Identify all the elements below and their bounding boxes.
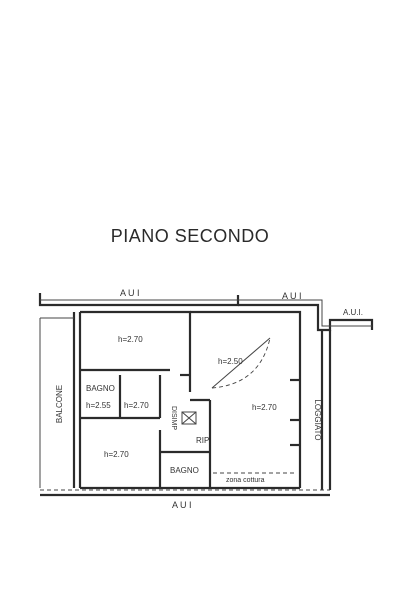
bottom-boundary: [40, 489, 330, 497]
balcone-label: BALCONE: [55, 385, 64, 423]
interior-walls: [80, 368, 300, 488]
aui-top-left-label: A U I: [120, 288, 140, 298]
bagno-left-label: BAGNO: [86, 384, 115, 393]
door-swing: [211, 337, 271, 389]
loggiato-label: LOGGIATO: [313, 399, 322, 440]
aui-top-mid-label: A U I: [282, 291, 302, 301]
aui-top-right-label: A.U.I.: [343, 308, 363, 317]
bagno-bottom-label: BAGNO: [170, 466, 199, 475]
outer-walls: [72, 310, 332, 490]
rip-label: RIP: [196, 436, 209, 445]
room-small-height: h=2.70: [124, 401, 149, 410]
disimp-label: DISIMP: [170, 406, 177, 430]
aui-bottom-label: A U I: [172, 500, 192, 510]
shaft: [181, 411, 197, 425]
room-bottom-left-height: h=2.70: [104, 450, 129, 459]
bagno-left-height: h=2.55: [86, 401, 111, 410]
room-center-height: h=2.50: [218, 357, 243, 366]
plan-title: PIANO SECONDO: [110, 226, 270, 246]
zona-cottura-label: zona cottura: [226, 477, 265, 484]
room-right-height: h=2.70: [252, 403, 277, 412]
balcony: [39, 317, 74, 488]
room-top-left-height: h=2.70: [118, 335, 143, 344]
